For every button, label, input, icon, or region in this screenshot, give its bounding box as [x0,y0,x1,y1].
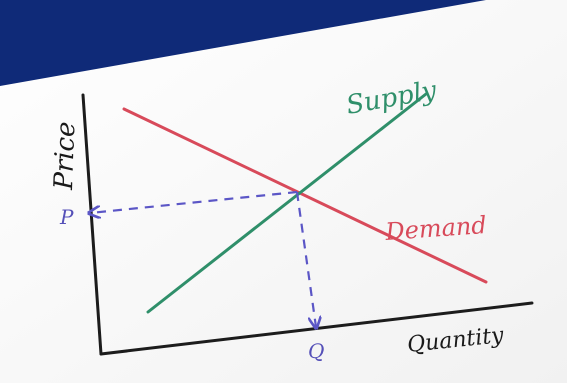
y-axis-label: Price [49,121,81,191]
equilibrium-quantity-label: Q [308,339,324,363]
equilibrium-price-label: P [59,205,74,229]
supply-curve [146,92,428,314]
y-axis [81,93,103,356]
quantity-guide-line [295,191,316,327]
price-guide-line [90,190,298,213]
demand-curve [122,107,488,284]
